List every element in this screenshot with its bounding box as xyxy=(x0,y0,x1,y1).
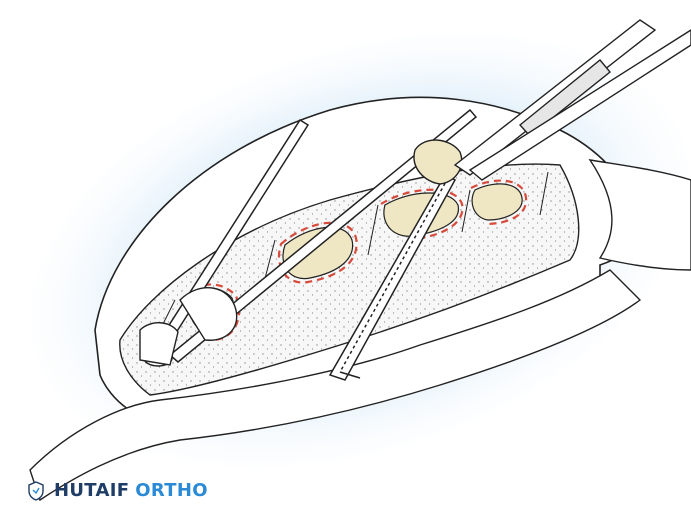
brand-word-secondary: ORTHO xyxy=(135,480,208,501)
lamina-4 xyxy=(471,183,523,221)
right-drape xyxy=(588,159,691,271)
shield-logo-icon xyxy=(28,480,44,501)
upper-right-clamp xyxy=(453,19,691,181)
rongeur-jaw xyxy=(139,286,238,366)
brand-word-primary: HUTAIF xyxy=(54,480,130,501)
lower-tissue-band xyxy=(29,269,642,502)
bone-fragment xyxy=(413,139,463,185)
lamina-2 xyxy=(282,226,354,280)
